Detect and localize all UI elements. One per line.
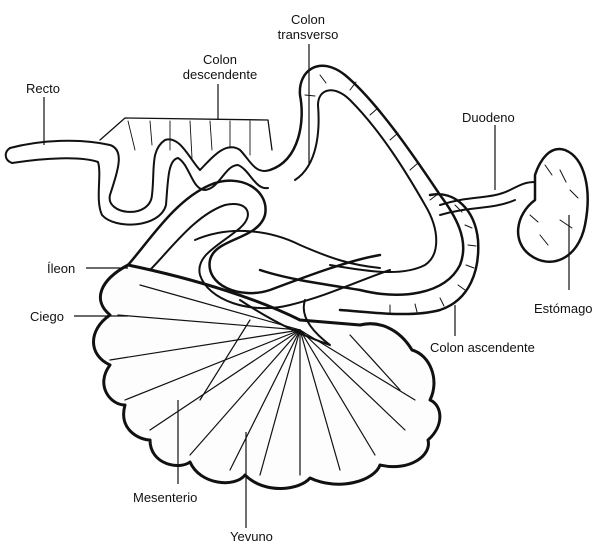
- stomach: [518, 149, 588, 262]
- label-colon-descendente: Colon descendente: [170, 52, 270, 82]
- label-recto: Recto: [26, 81, 60, 96]
- label-mesenterio: Mesenterio: [133, 490, 197, 505]
- label-ileon: Íleon: [47, 261, 75, 276]
- ascending-colon: [340, 194, 478, 314]
- label-ciego: Ciego: [30, 309, 64, 324]
- label-duodeno: Duodeno: [462, 110, 515, 125]
- transverse-colon: [260, 66, 463, 295]
- rectum: [10, 139, 270, 212]
- label-estomago: Estómago: [534, 301, 593, 316]
- descending-mesocolon: [100, 118, 272, 150]
- label-colon-transverso: Colon transverso: [268, 12, 348, 42]
- label-yeyuno: Yevuno: [230, 529, 273, 544]
- label-colon-ascendente: Colon ascendente: [430, 340, 535, 355]
- duodenum: [440, 182, 535, 205]
